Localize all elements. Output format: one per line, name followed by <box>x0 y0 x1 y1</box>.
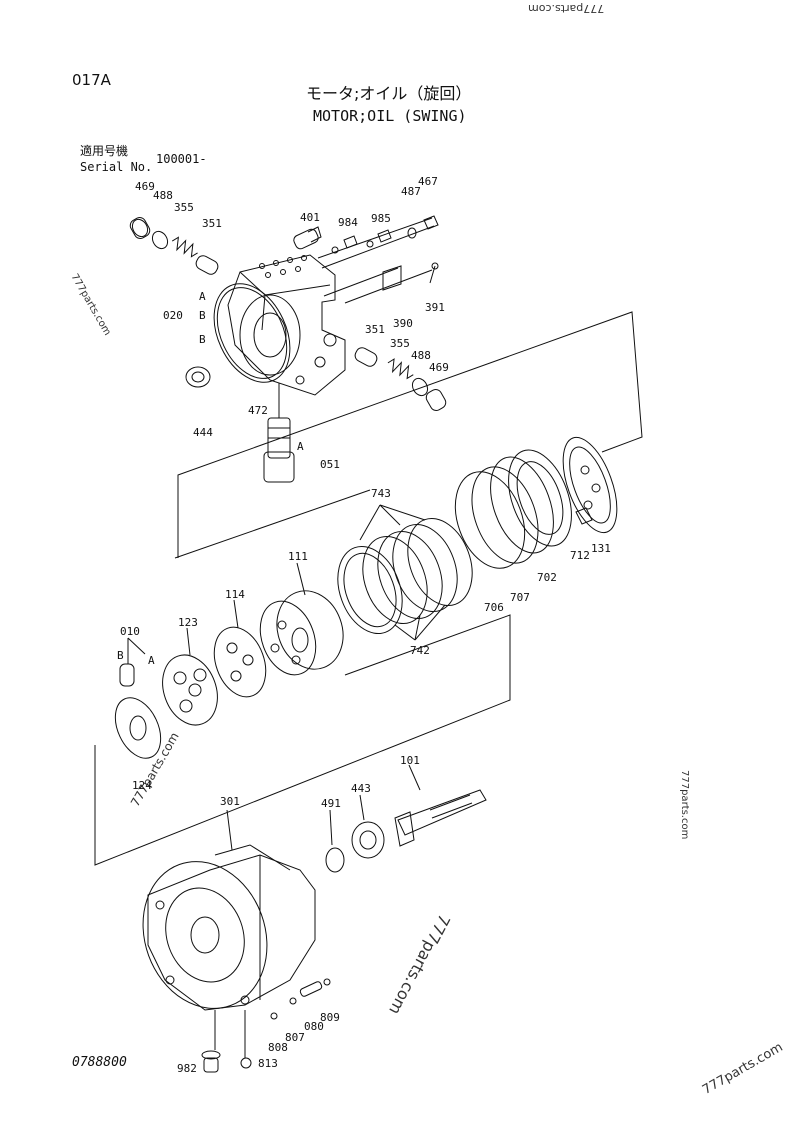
cylinder-block-111 <box>251 563 354 683</box>
callout-707: 707 <box>510 591 530 604</box>
callout-391: 391 <box>425 301 445 314</box>
callout-351: 351 <box>202 217 222 230</box>
callout-807: 807 <box>285 1031 305 1044</box>
plug-982 <box>202 1051 220 1072</box>
callout-010-A: A <box>148 654 155 667</box>
serial-value: 100001- <box>156 152 207 166</box>
ring-707 <box>460 458 551 572</box>
bolt-391 <box>430 263 438 283</box>
callout-808: 808 <box>268 1041 288 1054</box>
callout-355-b: 355 <box>390 337 410 350</box>
callout-469-b: 469 <box>429 361 449 374</box>
valve-plate-131 <box>552 430 628 539</box>
callout-712: 712 <box>570 549 590 562</box>
callout-706: 706 <box>484 601 504 614</box>
callout-743: 743 <box>371 487 391 500</box>
callout-101: 101 <box>400 754 420 767</box>
section-line-right <box>175 490 370 558</box>
bearing-444 <box>186 367 210 387</box>
callout-051-A: A <box>297 440 304 453</box>
piston-702 <box>479 441 584 561</box>
serial-label-japanese: 適用号機 <box>80 144 129 158</box>
oil-seal-491 <box>326 810 344 872</box>
plug-984 <box>332 236 357 253</box>
housing-301 <box>123 810 315 1058</box>
pin-390 <box>383 266 401 290</box>
callout-487: 487 <box>401 185 421 198</box>
plug-469-left <box>128 215 152 240</box>
plug-401 <box>292 227 321 250</box>
callout-351-b: 351 <box>365 323 385 336</box>
callout-984: 984 <box>338 216 358 229</box>
poppet-351-left <box>194 254 220 277</box>
callout-020: 020 <box>163 309 183 322</box>
page-code: 017A <box>72 71 111 89</box>
plug-813 <box>241 1058 251 1068</box>
callout-491: 491 <box>321 797 341 810</box>
callout-472: 472 <box>248 404 268 417</box>
plug-808 <box>271 1013 277 1019</box>
callout-702: 702 <box>537 571 557 584</box>
shaft-101 <box>395 765 486 846</box>
callout-469: 469 <box>135 180 155 193</box>
shaft-lines <box>318 218 434 303</box>
callout-488: 488 <box>153 189 173 202</box>
o-ring-488-right <box>409 376 430 399</box>
callout-390: 390 <box>393 317 413 330</box>
callout-301: 301 <box>220 795 240 808</box>
callout-114: 114 <box>225 588 245 601</box>
callout-985: 985 <box>371 212 391 225</box>
friction-plates-743-742 <box>326 505 483 643</box>
callout-742: 742 <box>410 644 430 657</box>
poppet-351-right <box>353 346 379 369</box>
spring-355-left <box>170 236 200 259</box>
o-ring-488-left <box>149 229 170 252</box>
spring-355-right <box>385 357 415 380</box>
callout-020-A: A <box>199 290 206 303</box>
callout-111: 111 <box>288 550 308 563</box>
callout-401: 401 <box>300 211 320 224</box>
valve-block-020 <box>199 255 345 395</box>
callout-444: 444 <box>193 426 213 439</box>
callout-982: 982 <box>177 1062 197 1075</box>
plug-469-right <box>424 387 448 412</box>
title-english: MOTOR;OIL (SWING) <box>313 107 467 125</box>
document-number: 0788800 <box>72 1055 127 1070</box>
callout-131: 131 <box>591 542 611 555</box>
callout-809: 809 <box>320 1011 340 1024</box>
shoe-plate-123 <box>153 628 226 733</box>
swash-plate-124 <box>106 691 169 766</box>
callout-051: 051 <box>320 458 340 471</box>
plug-985 <box>367 230 391 247</box>
callout-488-b: 488 <box>411 349 431 362</box>
callout-124: 124 <box>132 779 152 792</box>
plug-080 <box>299 981 322 998</box>
serial-label-english: Serial No. <box>80 160 153 174</box>
section-line-middle <box>95 615 510 865</box>
callout-123: 123 <box>178 616 198 629</box>
relief-valve-051 <box>264 383 294 482</box>
callout-020-B1: B <box>199 309 206 322</box>
plug-467 <box>424 216 438 229</box>
callout-080: 080 <box>304 1020 324 1033</box>
callout-020-B2: B <box>199 333 206 346</box>
callout-443: 443 <box>351 782 371 795</box>
callout-010: 010 <box>120 625 140 638</box>
title-japanese: モータ;オイル（旋回） <box>306 84 472 103</box>
pin-712 <box>576 508 592 524</box>
section-line-upper <box>178 312 642 558</box>
ring-706 <box>443 462 537 578</box>
callout-355: 355 <box>174 201 194 214</box>
retainer-plate-114 <box>205 600 275 704</box>
bearing-443 <box>352 795 384 858</box>
o-ring-809 <box>324 979 330 985</box>
callout-813: 813 <box>258 1057 278 1070</box>
o-ring-807 <box>290 998 296 1004</box>
callout-010-B: B <box>117 649 124 662</box>
piston-010 <box>120 638 145 686</box>
callout-467: 467 <box>418 175 438 188</box>
